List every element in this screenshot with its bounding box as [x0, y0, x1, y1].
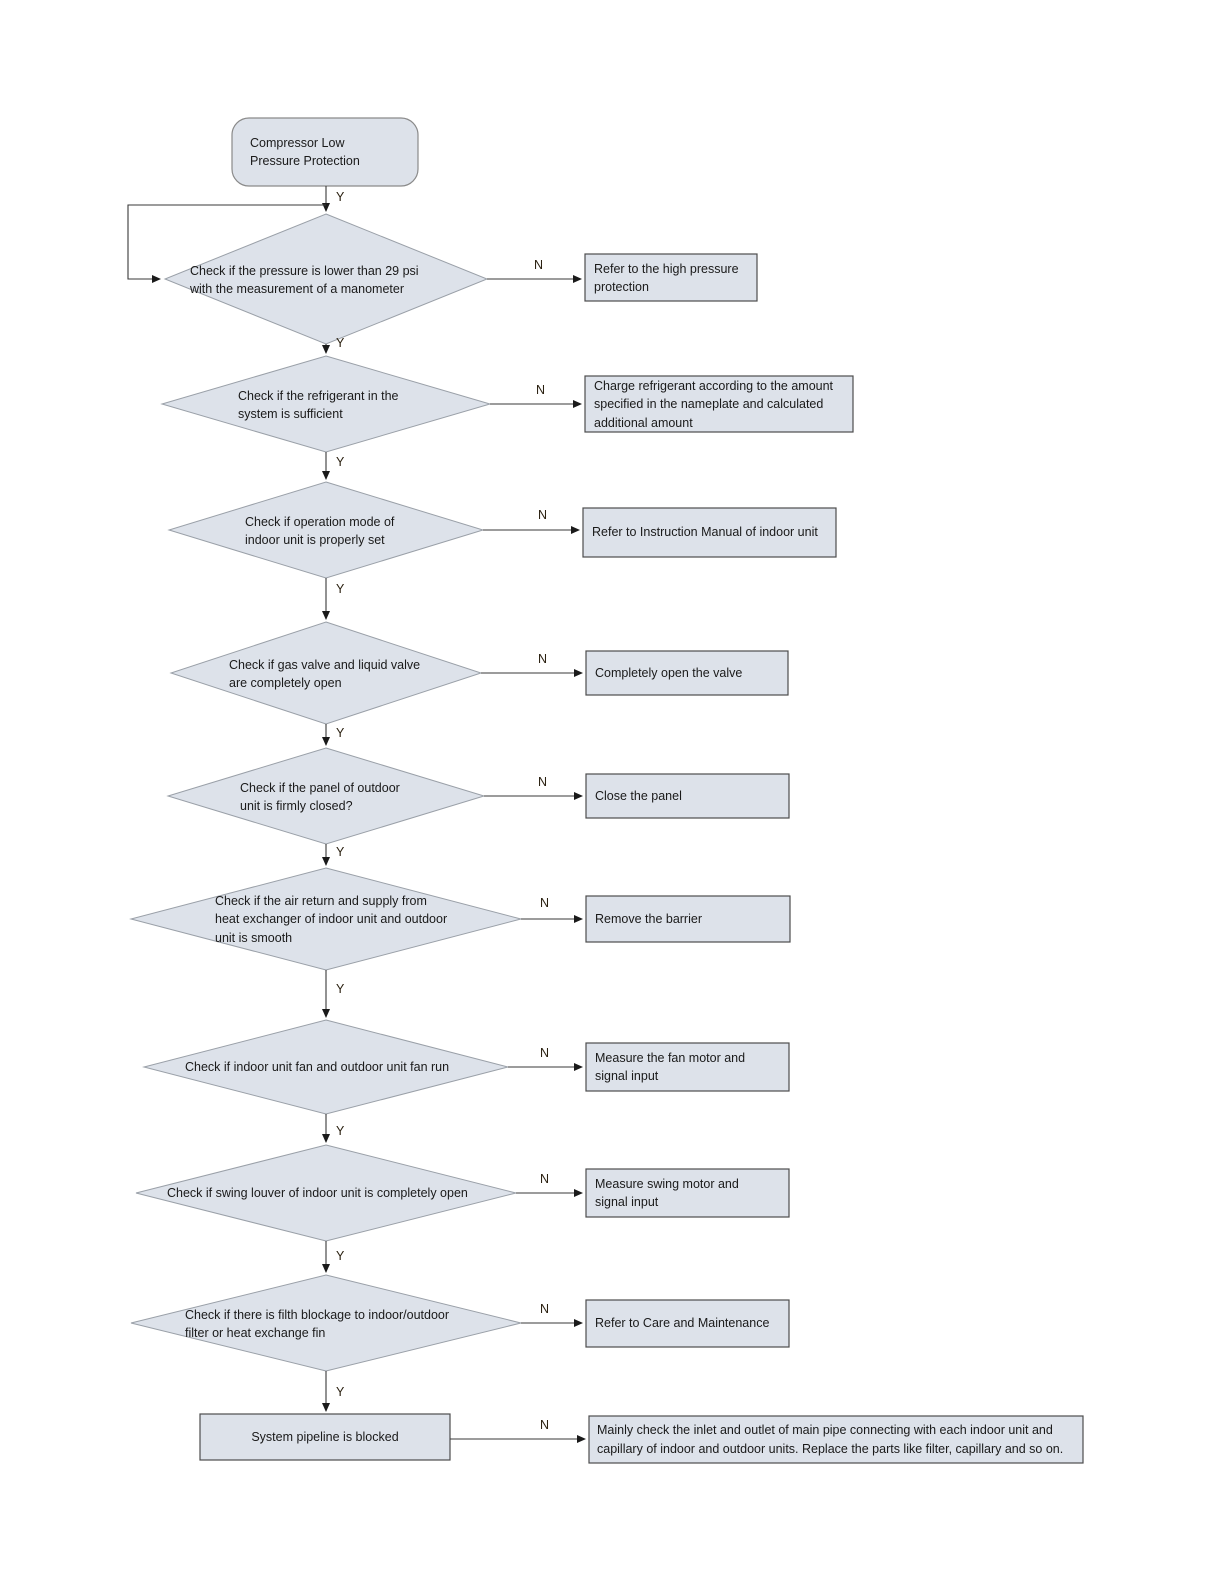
node-end-shape: [199, 1413, 451, 1461]
node-d2-shape: [160, 355, 492, 453]
node-a1-shape: [584, 253, 758, 302]
node-a5-shape: [585, 773, 790, 819]
node-a9-shape: [585, 1299, 790, 1348]
node-a3-shape: [582, 507, 837, 558]
node-a4-shape: [585, 650, 789, 696]
node-a6-shape: [585, 895, 791, 943]
node-d7-shape: [142, 1019, 510, 1115]
node-d4-shape: [169, 621, 483, 725]
node-a8-shape: [585, 1168, 790, 1218]
node-d9-shape: [130, 1274, 522, 1372]
node-d6-shape: [129, 867, 523, 971]
node-d5-shape: [166, 747, 486, 845]
node-a7-shape: [585, 1042, 790, 1092]
node-a10-shape: [588, 1415, 1084, 1464]
node-d1-shape: [163, 213, 489, 345]
connector-feedback-loop: [127, 204, 326, 283]
node-d3-shape: [167, 481, 485, 579]
node-d8-shape: [135, 1144, 517, 1242]
node-start-shape: [231, 117, 419, 187]
node-a2-shape: [584, 375, 854, 433]
